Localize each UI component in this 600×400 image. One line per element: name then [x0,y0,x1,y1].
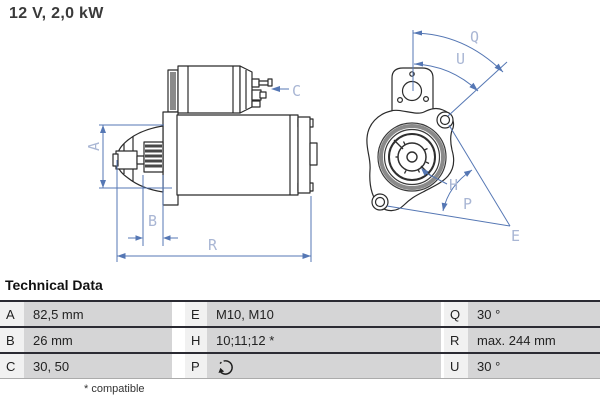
solenoid [167,65,273,114]
dim-label-h: H [449,176,458,194]
param-value: 26 mm [24,328,172,352]
page-title: 12 V, 2,0 kW [9,5,104,22]
param-key: Q [444,302,468,326]
side-view-dimensions [99,86,312,262]
front-view-labels: Q U H P E [449,28,520,245]
table-row: B 26 mm H 10;11;12 * R max. 244 mm [0,328,600,354]
param-key: U [444,354,468,378]
dim-label-e: E [511,227,520,245]
motor-body [162,111,318,206]
bolt-holes [371,111,454,211]
param-value: 30 ° [468,302,600,326]
front-view-dimensions [386,30,511,227]
param-value: 10;11;12 * [207,328,441,352]
param-key: R [444,328,468,352]
dim-label-c: C [292,82,301,100]
side-view-labels: A B R C [85,82,301,254]
param-value [207,354,441,378]
param-key: B [0,328,24,352]
param-value: max. 244 mm [468,328,600,352]
column-gap [172,328,185,352]
dim-label-p: P [463,195,472,213]
technical-data-table: A 82,5 mm E M10, M10 Q 30 ° B 26 mm H 10… [0,300,600,379]
param-key: A [0,302,24,326]
rotation-direction-icon [218,359,233,375]
column-gap [172,354,185,378]
column-gap [441,354,444,378]
column-gap [172,302,185,326]
column-gap [441,302,444,326]
param-key: E [185,302,207,326]
table-row: C 30, 50 P U 30 ° [0,354,600,379]
footnote: * compatible [84,383,145,395]
dim-label-u: U [456,50,465,68]
table-row: A 82,5 mm E M10, M10 Q 30 ° [0,302,600,328]
technical-drawings: A B R C [85,28,520,262]
dim-label-q: Q [470,28,479,46]
param-value: M10, M10 [207,302,441,326]
starter-motor-front-view [366,67,455,212]
param-value: 30 ° [468,354,600,378]
param-key: P [185,354,207,378]
starter-motor-side-view [112,65,318,206]
dim-label-a: A [85,142,103,151]
param-key: H [185,328,207,352]
technical-data-heading: Technical Data [5,277,103,293]
dim-label-r: R [208,236,218,254]
drive-end-pinion [112,125,164,193]
param-value: 82,5 mm [24,302,172,326]
param-key: C [0,354,24,378]
column-gap [441,328,444,352]
dim-label-b: B [148,212,157,230]
param-value: 30, 50 [24,354,172,378]
